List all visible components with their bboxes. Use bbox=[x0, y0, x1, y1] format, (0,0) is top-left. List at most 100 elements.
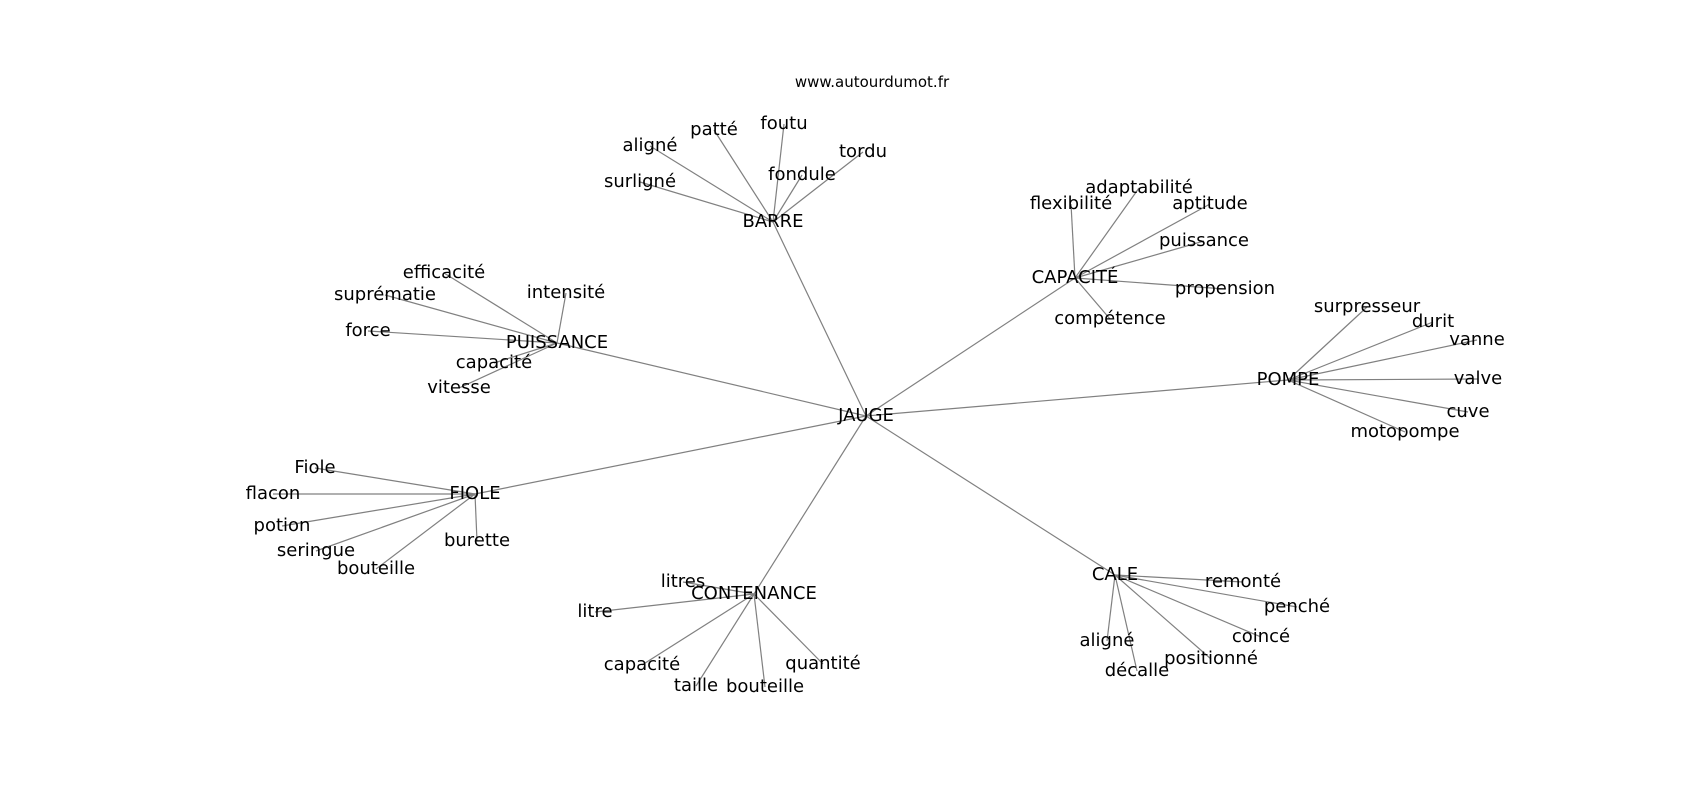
labels-layer: www.autourdumot.fr JAUGE BARRE aligné patté… bbox=[246, 73, 1505, 697]
leaf-node[interactable]: foutu bbox=[760, 113, 807, 134]
edges-layer bbox=[273, 123, 1479, 688]
leaf-node[interactable]: intensité bbox=[527, 282, 605, 303]
edge-hub-leaf bbox=[367, 330, 558, 344]
edge-hub-leaf bbox=[713, 129, 774, 223]
edge-hub-leaf bbox=[1114, 574, 1244, 583]
edge-hub-leaf bbox=[443, 272, 558, 344]
edge-center-hub bbox=[556, 342, 867, 417]
edge-hub-leaf bbox=[1074, 187, 1140, 279]
leaf-node[interactable]: vitesse bbox=[427, 377, 491, 398]
leaf-node[interactable]: burette bbox=[444, 530, 510, 551]
leaf-node[interactable]: durit bbox=[1412, 311, 1454, 332]
edge-center-hub bbox=[865, 277, 1076, 417]
hub-node[interactable]: BARRE bbox=[742, 211, 803, 232]
edge-center-hub bbox=[865, 415, 1116, 576]
leaf-node[interactable]: litres bbox=[661, 571, 706, 592]
leaf-node[interactable]: litre bbox=[577, 601, 612, 622]
edge-hub-leaf bbox=[1114, 574, 1138, 672]
leaf-node[interactable]: compétence bbox=[1054, 308, 1165, 329]
edge-hub-leaf bbox=[458, 342, 558, 389]
edge-hub-leaf bbox=[1287, 306, 1368, 381]
edge-hub-leaf bbox=[1287, 379, 1469, 413]
edge-hub-leaf bbox=[556, 292, 567, 344]
edge-hub-leaf bbox=[1287, 378, 1479, 381]
edge-center-hub bbox=[753, 415, 867, 595]
leaf-node[interactable]: surligné bbox=[604, 171, 676, 192]
edge-hub-leaf bbox=[682, 581, 755, 595]
leaf-node[interactable]: capacité bbox=[456, 352, 532, 373]
leaf-node[interactable]: bouteille bbox=[726, 676, 804, 697]
leaf-node[interactable]: remonté bbox=[1205, 571, 1281, 592]
leaf-node[interactable]: patté bbox=[690, 119, 738, 140]
leaf-node[interactable]: cuve bbox=[1446, 401, 1489, 422]
leaf-node[interactable]: penché bbox=[1264, 596, 1330, 617]
leaf-node[interactable]: coincé bbox=[1232, 626, 1290, 647]
leaf-node[interactable]: motopompe bbox=[1350, 421, 1459, 442]
leaf-node[interactable]: vanne bbox=[1449, 329, 1505, 350]
leaf-node[interactable]: puissance bbox=[1159, 230, 1249, 251]
leaf-node[interactable]: aptitude bbox=[1172, 193, 1247, 214]
hub-node[interactable]: PUISSANCE bbox=[506, 332, 608, 353]
hub-node[interactable]: FIOLE bbox=[449, 483, 500, 504]
edge-hub-leaf bbox=[315, 493, 476, 552]
leaf-node[interactable]: seringue bbox=[277, 540, 355, 561]
edge-hub-leaf bbox=[641, 593, 755, 666]
leaf-node[interactable]: tordu bbox=[839, 141, 887, 162]
edge-center-hub bbox=[772, 221, 867, 417]
leaf-node[interactable]: aligné bbox=[1080, 630, 1135, 651]
edge-hub-leaf bbox=[474, 493, 478, 542]
leaf-node[interactable]: force bbox=[345, 320, 390, 341]
edge-hub-leaf bbox=[384, 294, 558, 344]
edge-hub-leaf bbox=[493, 342, 558, 364]
leaf-node[interactable]: positionné bbox=[1164, 648, 1258, 669]
edge-hub-leaf bbox=[594, 593, 755, 613]
edge-hub-leaf bbox=[1106, 574, 1116, 642]
edge-hub-leaf bbox=[772, 123, 785, 223]
hub-node[interactable]: CONTENANCE bbox=[691, 583, 817, 604]
leaf-node[interactable]: propension bbox=[1175, 278, 1275, 299]
edge-hub-leaf bbox=[1074, 277, 1111, 320]
edge-hub-leaf bbox=[1070, 203, 1076, 279]
leaf-node[interactable]: fondule bbox=[768, 164, 836, 185]
hub-node[interactable]: CALE bbox=[1092, 564, 1138, 585]
edge-hub-leaf bbox=[772, 174, 803, 223]
edge-center-hub bbox=[865, 379, 1289, 417]
edge-hub-leaf bbox=[649, 145, 774, 223]
center-node[interactable]: JAUGE bbox=[837, 405, 894, 426]
leaf-node[interactable]: surpresseur bbox=[1314, 296, 1421, 317]
leaf-node[interactable]: potion bbox=[254, 515, 311, 536]
leaf-node[interactable]: aligné bbox=[623, 135, 678, 156]
edge-hub-leaf bbox=[772, 151, 864, 223]
leaf-node[interactable]: efficacité bbox=[403, 262, 485, 283]
edge-hub-leaf bbox=[375, 493, 476, 570]
edge-hub-leaf bbox=[639, 181, 774, 223]
edge-hub-leaf bbox=[281, 493, 476, 527]
edge-hub-leaf bbox=[1114, 574, 1212, 660]
edge-hub-leaf bbox=[1287, 339, 1478, 381]
edge-hub-leaf bbox=[695, 593, 755, 687]
leaf-node[interactable]: adaptabilité bbox=[1085, 177, 1193, 198]
leaf-node[interactable]: décalle bbox=[1105, 660, 1170, 681]
edge-hub-leaf bbox=[753, 593, 766, 688]
leaf-node[interactable]: bouteille bbox=[337, 558, 415, 579]
edge-hub-leaf bbox=[1287, 379, 1406, 433]
site-url: www.autourdumot.fr bbox=[795, 73, 950, 91]
hub-node[interactable]: CAPACITÉ bbox=[1032, 266, 1119, 288]
edge-hub-leaf bbox=[1287, 321, 1434, 381]
edge-hub-leaf bbox=[1114, 574, 1262, 638]
leaf-node[interactable]: capacité bbox=[604, 654, 680, 675]
leaf-node[interactable]: valve bbox=[1454, 368, 1502, 389]
edge-hub-leaf bbox=[1074, 277, 1226, 290]
leaf-node[interactable]: flexibilité bbox=[1030, 193, 1112, 214]
edge-hub-leaf bbox=[1114, 574, 1298, 608]
edge-center-hub bbox=[474, 415, 867, 495]
leaf-node[interactable]: taille bbox=[674, 675, 718, 696]
edge-hub-leaf bbox=[1074, 240, 1205, 279]
hub-node[interactable]: POMPE bbox=[1257, 369, 1320, 390]
leaf-node[interactable]: quantité bbox=[785, 653, 860, 674]
edge-hub-leaf bbox=[1074, 203, 1211, 279]
leaf-node[interactable]: Fiole bbox=[294, 457, 335, 478]
leaf-node[interactable]: flacon bbox=[246, 483, 301, 504]
leaf-node[interactable]: suprématie bbox=[334, 284, 436, 305]
